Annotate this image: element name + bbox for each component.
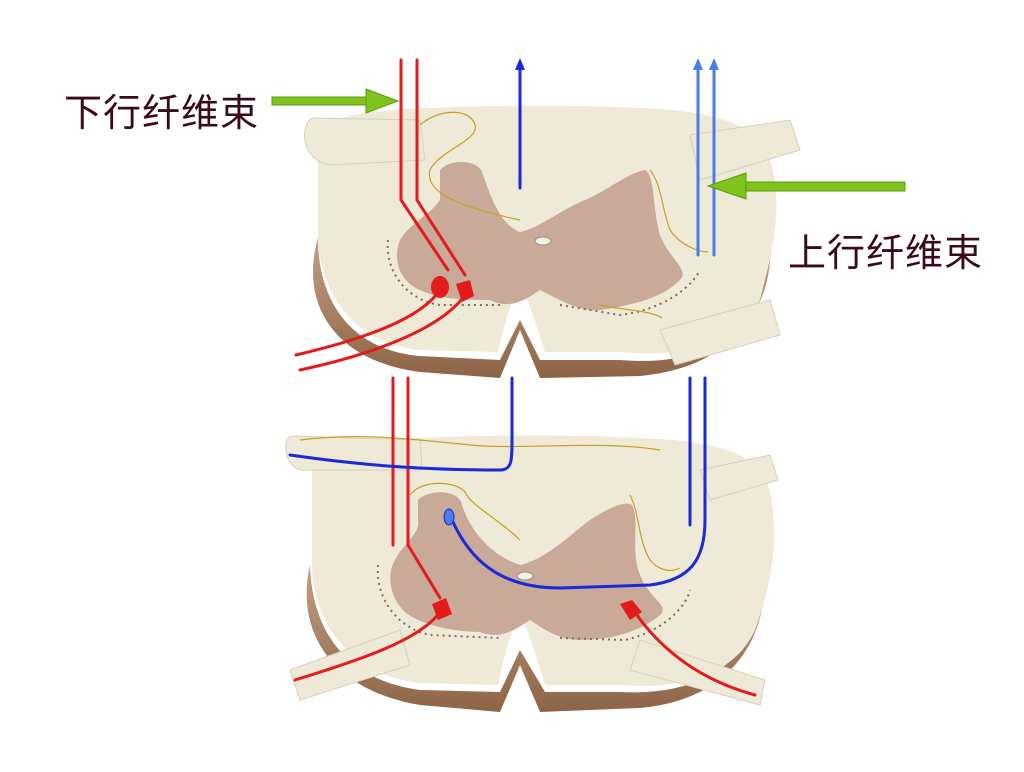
pointer-arrow-descending	[271, 88, 400, 114]
upper-ventral-root-right	[659, 299, 781, 366]
pointer-arrow-ascending-shaft	[739, 181, 906, 192]
upper-motor-axon-1	[294, 288, 442, 357]
lower-motor-axon-left	[293, 610, 442, 682]
lower-gray-matter	[390, 492, 663, 640]
upper-contour-ventral	[599, 304, 663, 319]
motor-neurons	[431, 276, 642, 620]
ascending-tract-label: 上行纤维束	[788, 231, 984, 275]
lower-segment-side	[306, 565, 766, 712]
lower-contour-dorsal	[299, 436, 661, 451]
pointer-arrow-descending-head	[365, 88, 400, 114]
lower-contour-lateral	[629, 494, 681, 571]
upper-spinal-segment	[304, 105, 801, 378]
lower-contour-inner	[409, 482, 521, 541]
upper-boundary-dots	[386, 239, 701, 317]
pointer-arrow-descending-shaft	[271, 96, 373, 106]
lower-central-canal	[516, 571, 534, 581]
lower-spinal-segment	[285, 435, 779, 712]
upper-motor-axon-2	[298, 293, 467, 372]
lower-crossing-fiber	[450, 376, 707, 590]
pointer-arrow-ascending	[706, 172, 906, 200]
ascending-arrowheads	[515, 58, 719, 70]
upper-motor-neuron-2	[456, 280, 474, 302]
lower-motor-neuron-left	[432, 598, 452, 620]
lower-motor-neuron-right	[620, 600, 642, 620]
lower-ventral-root-left	[289, 629, 411, 701]
arrowhead-right-2	[709, 58, 719, 70]
upper-descending-fiber-1	[399, 58, 450, 272]
lower-afferent-fiber	[288, 376, 514, 472]
upper-contour-dorsal	[419, 111, 521, 221]
lower-descending-fiber-2	[406, 376, 442, 600]
descending-tract-label: 下行纤维束	[64, 91, 260, 135]
descending-tract	[293, 58, 757, 697]
upper-central-canal	[534, 236, 552, 246]
pointer-arrow-ascending-head	[706, 172, 747, 200]
arrowhead-right-1	[693, 58, 703, 70]
upper-gray-matter	[396, 161, 683, 311]
lower-boundary-dots	[376, 564, 691, 642]
upper-descending-fiber-2	[415, 58, 467, 277]
arrowhead-center	[515, 58, 525, 70]
sensory-neuron	[443, 508, 455, 526]
upper-motor-neuron-1	[431, 276, 449, 298]
ascending-tract	[288, 64, 716, 590]
upper-dorsal-root-left	[304, 117, 426, 166]
lower-dorsal-root-left	[285, 435, 423, 471]
lower-dorsal-root-right	[699, 454, 779, 501]
lower-motor-axon-right	[630, 606, 757, 697]
